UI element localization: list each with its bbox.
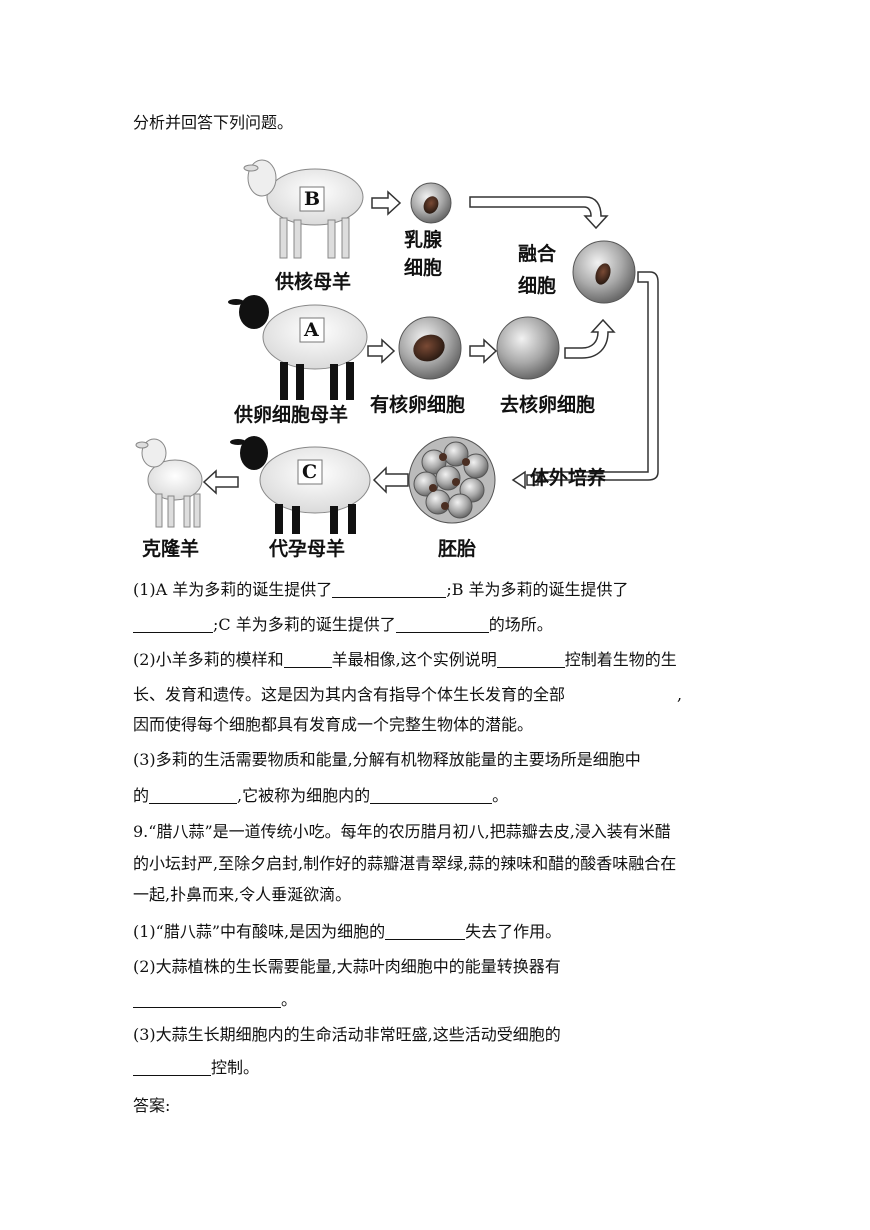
q1-text-b: ;B 羊为多莉的诞生提供了 xyxy=(446,580,629,599)
q2-text-a: (2)小羊多莉的模样和 xyxy=(133,650,284,669)
intro-text: 分析并回答下列问题。 xyxy=(133,113,294,132)
clone-lamb-icon xyxy=(135,438,203,528)
sheep-c-icon xyxy=(230,436,371,534)
q3-line1: (3)多莉的生活需要物质和能量,分解有机物释放能量的主要场所是细胞中 xyxy=(133,750,641,769)
fused-cell-icon xyxy=(572,240,636,304)
cloning-diagram: B A C 供核母羊 乳腺 细胞 融合 细胞 供卵细胞母羊 有核卵细胞 去核卵细… xyxy=(130,150,660,568)
p9-q1-blank[interactable] xyxy=(385,923,466,940)
sheep-b-icon xyxy=(243,159,364,259)
p9-q2-line2: 。 xyxy=(133,990,297,1010)
cloning-diagram-graphics xyxy=(135,159,659,534)
p9-q1-text-a: (1)“腊八蒜”中有酸味,是因为细胞的 xyxy=(133,922,386,941)
label-surrogate: 代孕母羊 xyxy=(269,538,346,560)
q2-text-d: 长、发育和遗传。这是因为其内含有指导个体生长发育的全部 xyxy=(133,685,566,704)
label-nucleated-egg: 有核卵细胞 xyxy=(370,394,466,416)
q1-text-a: (1)A 羊为多莉的诞生提供了 xyxy=(133,580,333,599)
q2-line1: (2)小羊多莉的模样和 羊最相像,这个实例说明 控制着生物的生 xyxy=(133,650,677,670)
q2-blank-b[interactable] xyxy=(496,651,565,668)
label-mammary-line2: 细胞 xyxy=(404,257,443,279)
label-mammary-line1: 乳腺 xyxy=(404,229,443,251)
label-fused-line2: 细胞 xyxy=(518,275,557,297)
p9-q1: (1)“腊八蒜”中有酸味,是因为细胞的 失去了作用。 xyxy=(133,922,561,942)
enucleated-egg-icon xyxy=(496,316,560,380)
p9-line3: 一起,扑鼻而来,令人垂涎欲滴。 xyxy=(133,885,352,904)
p9-q2-line1: (2)大蒜植株的生长需要能量,大蒜叶肉细胞中的能量转换器有 xyxy=(133,957,561,976)
label-embryo: 胚胎 xyxy=(438,538,477,560)
q2-text-c: 控制着生物的生 xyxy=(564,650,677,669)
mammary-cell-icon xyxy=(410,182,452,224)
p9-q3-blank[interactable] xyxy=(133,1059,211,1076)
q1-blank-a[interactable] xyxy=(332,581,447,598)
sheep-b-letter: B xyxy=(304,188,321,210)
q1-blank-c[interactable] xyxy=(395,616,489,633)
q3-text-b: 的 xyxy=(133,786,150,805)
sheep-c-letter: C xyxy=(302,461,318,483)
arrow-icons xyxy=(202,190,659,495)
q1-blank-b[interactable] xyxy=(133,616,213,633)
q3-blank-b[interactable] xyxy=(370,787,493,804)
q1-line2: ;C 羊为多莉的诞生提供了 的场所。 xyxy=(133,615,553,635)
p9-line1: 9.“腊八蒜”是一道传统小吃。每年的农历腊月初八,把蒜瓣去皮,浸入装有米醋 xyxy=(133,822,671,841)
label-enucleated-egg: 去核卵细胞 xyxy=(500,394,596,416)
p9-q2-text-b: 。 xyxy=(281,990,298,1009)
q2-text-b: 羊最相像,这个实例说明 xyxy=(331,650,497,669)
answer-label: 答案: xyxy=(133,1096,171,1115)
nucleated-egg-icon xyxy=(398,316,462,380)
q1-text-d: 的场所。 xyxy=(488,615,553,634)
q1-line1: (1)A 羊为多莉的诞生提供了 ;B 羊为多莉的诞生提供了 xyxy=(133,580,629,600)
sheep-a-letter: A xyxy=(304,319,319,341)
label-clone: 克隆羊 xyxy=(142,538,200,560)
p9-q2-blank[interactable] xyxy=(133,991,281,1008)
label-nucleus-donor: 供核母羊 xyxy=(275,271,352,293)
q1-text-c: ;C 羊为多莉的诞生提供了 xyxy=(213,615,396,634)
q2-blank-a[interactable] xyxy=(283,651,332,668)
q3-text-d: 。 xyxy=(492,786,509,805)
p9-line2: 的小坛封严,至除夕启封,制作好的蒜瓣湛青翠绿,蒜的辣味和醋的酸香味融合在 xyxy=(133,854,677,873)
sheep-a-icon xyxy=(228,295,368,400)
p9-q3-text-b: 控制。 xyxy=(211,1058,260,1077)
p9-q3-line2: 控制。 xyxy=(133,1058,259,1078)
label-egg-donor: 供卵细胞母羊 xyxy=(234,404,349,426)
q2-line3: 因而使得每个细胞都具有发育成一个完整生物体的潜能。 xyxy=(133,715,534,734)
q3-text-c: ,它被称为细胞内的 xyxy=(237,786,371,805)
label-culture: 体外培养 xyxy=(530,467,607,489)
q2-text-e: , xyxy=(677,685,683,704)
p9-q3-line1: (3)大蒜生长期细胞内的生命活动非常旺盛,这些活动受细胞的 xyxy=(133,1025,561,1044)
q3-line2: 的 ,它被称为细胞内的 。 xyxy=(133,786,508,806)
q2-line2: 长、发育和遗传。这是因为其内含有指导个体生长发育的全部, xyxy=(133,685,682,705)
embryo-icon xyxy=(408,436,496,524)
label-fused-line1: 融合 xyxy=(518,243,557,265)
p9-q1-text-b: 失去了作用。 xyxy=(465,922,562,941)
q3-blank-a[interactable] xyxy=(149,787,238,804)
